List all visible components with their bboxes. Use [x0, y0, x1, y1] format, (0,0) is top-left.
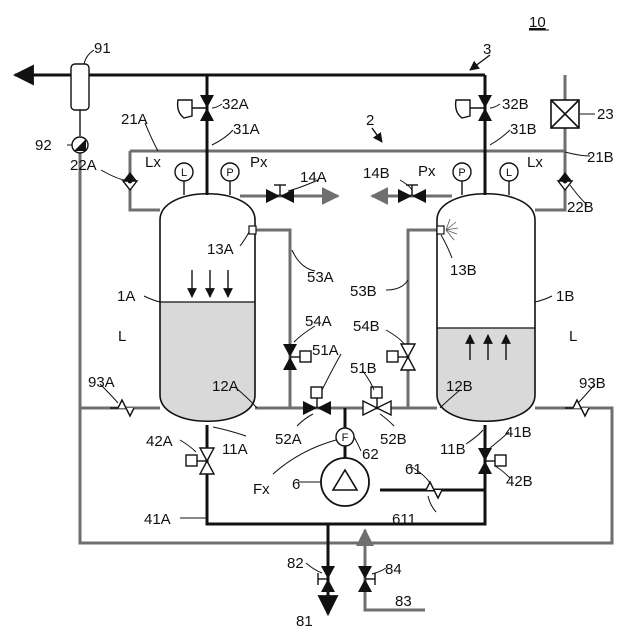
- label-Lx-B: Lx: [527, 154, 543, 171]
- check-valve-22A[interactable]: [123, 172, 137, 190]
- label-L-A: L: [118, 328, 126, 345]
- valve-32A[interactable]: [178, 95, 214, 121]
- ref-arrow-2: [372, 128, 382, 142]
- label-51B: 51B: [350, 360, 377, 377]
- label-6: 6: [292, 476, 300, 493]
- svg-text:P: P: [458, 167, 465, 179]
- label-61: 61: [405, 461, 422, 478]
- svg-text:L: L: [506, 167, 512, 179]
- label-23: 23: [597, 106, 614, 123]
- label-11B: 11B: [440, 441, 466, 458]
- separator-91: [71, 64, 89, 110]
- valve-82[interactable]: [318, 566, 335, 592]
- label-2: 2: [366, 112, 374, 129]
- label-31A: 31A: [233, 121, 260, 138]
- label-52A: 52A: [275, 431, 302, 448]
- label-84: 84: [385, 561, 402, 578]
- valve-84[interactable]: [358, 566, 375, 592]
- valve-42A[interactable]: [186, 448, 214, 474]
- label-93B: 93B: [579, 375, 606, 392]
- valve-32B[interactable]: [456, 95, 492, 121]
- label-1A: 1A: [117, 288, 135, 305]
- valve-14A[interactable]: [266, 185, 294, 203]
- svg-text:F: F: [342, 432, 349, 444]
- label-Px-B: Px: [418, 163, 436, 180]
- label-L-B: L: [569, 328, 577, 345]
- label-91: 91: [94, 40, 111, 57]
- tank-1A-liquid: [160, 302, 255, 421]
- label-93A: 93A: [88, 374, 115, 391]
- label-14A: 14A: [300, 169, 327, 186]
- valve-14B[interactable]: [398, 185, 426, 203]
- label-Lx-A: Lx: [145, 154, 161, 171]
- label-Px-A: Px: [250, 154, 268, 171]
- label-13B: 13B: [450, 262, 477, 279]
- label-12B: 12B: [446, 378, 473, 395]
- label-611: 611: [392, 511, 416, 528]
- valve-54A[interactable]: [283, 344, 311, 370]
- label-42B: 42B: [506, 473, 533, 490]
- svg-text:L: L: [181, 167, 187, 179]
- label-54A: 54A: [305, 313, 332, 330]
- valve-51A[interactable]: [303, 387, 331, 415]
- label-52B: 52B: [380, 431, 407, 448]
- label-11A: 11A: [222, 441, 248, 458]
- label-83: 83: [395, 593, 412, 610]
- label-3: 3: [483, 41, 491, 58]
- label-42A: 42A: [146, 433, 173, 450]
- label-32A: 32A: [222, 96, 249, 113]
- valve-51B[interactable]: [363, 387, 391, 415]
- label-12A: 12A: [212, 378, 239, 395]
- label-53A: 53A: [307, 269, 334, 286]
- label-62: 62: [362, 446, 379, 463]
- label-82: 82: [287, 555, 304, 572]
- label-Fx: Fx: [253, 481, 270, 498]
- line-53B: [408, 230, 437, 408]
- svg-text:P: P: [226, 167, 233, 179]
- check-valve-93B[interactable]: [565, 400, 589, 416]
- label-54B: 54B: [353, 318, 380, 335]
- label-22B: 22B: [567, 199, 594, 216]
- label-81: 81: [296, 613, 313, 630]
- label-21A: 21A: [121, 111, 148, 128]
- label-31B: 31B: [510, 121, 537, 138]
- check-valve-22B[interactable]: [558, 172, 572, 190]
- reference-labels: 10 91 3 32A 32B 23 21A 2 31A 31B 21B 92 …: [35, 14, 614, 630]
- label-32B: 32B: [502, 96, 529, 113]
- label-92: 92: [35, 137, 52, 154]
- figure-number: 10: [529, 14, 546, 31]
- label-1B: 1B: [556, 288, 574, 305]
- tank-1A: [160, 194, 255, 422]
- nozzle-13B: [437, 226, 444, 234]
- tank-1B-liquid: [437, 328, 535, 421]
- nozzle-13A: [249, 226, 256, 234]
- label-53B: 53B: [350, 283, 377, 300]
- label-14B: 14B: [363, 165, 390, 182]
- label-41A: 41A: [144, 511, 171, 528]
- spray-icon: [446, 219, 458, 240]
- label-41B: 41B: [505, 424, 532, 441]
- valve-54B[interactable]: [387, 344, 415, 370]
- label-21B: 21B: [587, 149, 614, 166]
- label-22A: 22A: [70, 157, 97, 174]
- label-51A: 51A: [312, 342, 339, 359]
- line-53A: [255, 230, 290, 408]
- check-valve-61[interactable]: [418, 482, 442, 498]
- label-13A: 13A: [207, 241, 234, 258]
- check-valve-93A[interactable]: [110, 400, 134, 416]
